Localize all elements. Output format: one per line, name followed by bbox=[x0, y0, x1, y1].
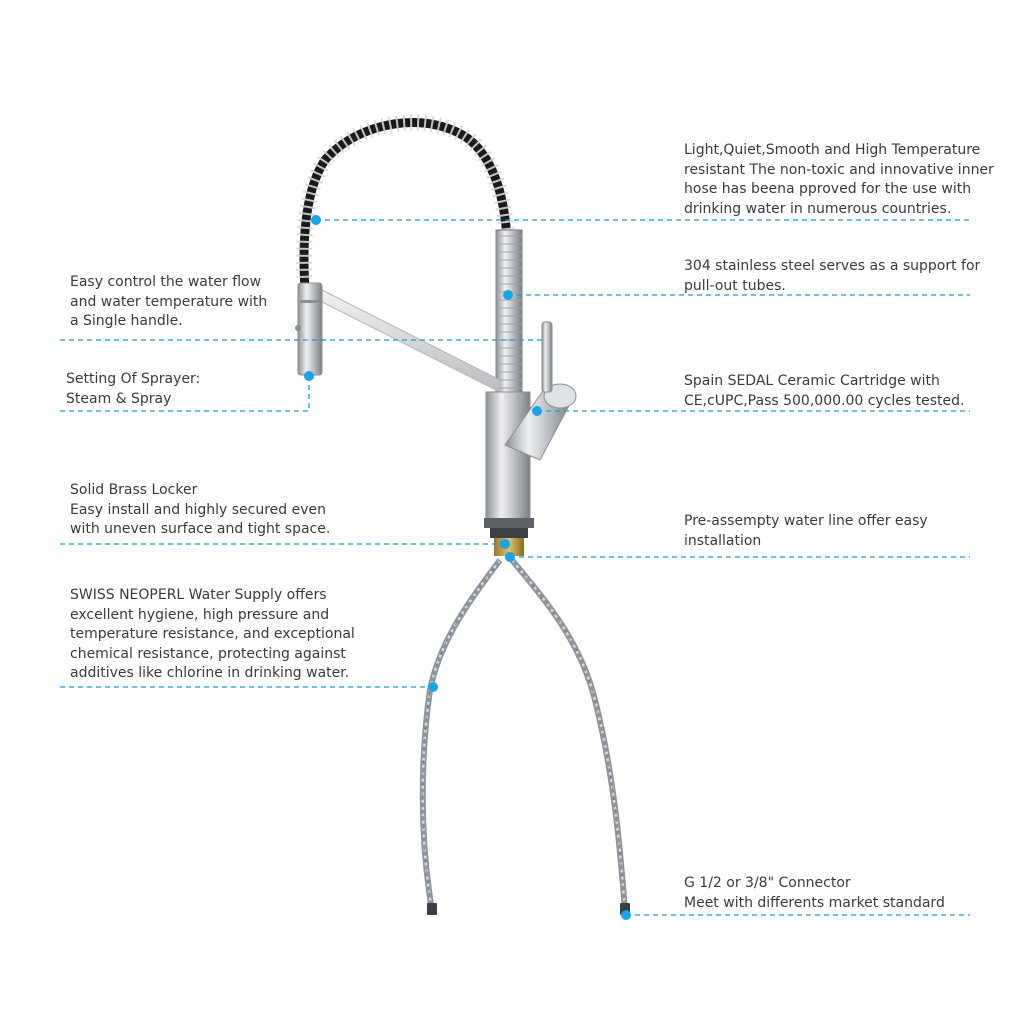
callout-hose: Light,Quiet,Smooth and High Temperature … bbox=[684, 142, 994, 217]
callout-sprayer: Setting Of Sprayer: Steam & Spray bbox=[66, 371, 201, 407]
callout-steel: 304 stainless steel serves as a support … bbox=[684, 258, 981, 294]
callout-locker: Solid Brass Locker Easy install and high… bbox=[70, 482, 331, 537]
callout-waterline: Pre-assempty water line offer easy insta… bbox=[684, 513, 928, 549]
faucet-body bbox=[484, 391, 534, 556]
dot-waterline bbox=[505, 552, 515, 562]
supply-hoses bbox=[419, 558, 630, 915]
spring-hose bbox=[296, 114, 517, 301]
steel-spring-support bbox=[495, 229, 523, 401]
dot-cartridge bbox=[532, 406, 542, 416]
dot-sprayer bbox=[304, 371, 314, 381]
marker-dots bbox=[304, 215, 631, 920]
handle-assembly bbox=[504, 321, 577, 461]
sprayer-head bbox=[295, 282, 323, 376]
dot-locker bbox=[500, 539, 510, 549]
callout-cartridge: Spain SEDAL Ceramic Cartridge with CE,cU… bbox=[684, 373, 965, 409]
single-handle-lever bbox=[541, 321, 553, 393]
hose-right bbox=[509, 558, 628, 911]
leader-lines bbox=[60, 219, 970, 916]
dot-hose bbox=[311, 215, 321, 225]
callout-connector: G 1/2 or 3/8" Connector Meet with differ… bbox=[684, 875, 945, 911]
dot-supply bbox=[428, 682, 438, 692]
dot-connector bbox=[621, 910, 631, 920]
callout-control: Easy control the water flow and water te… bbox=[70, 274, 268, 329]
callout-supply: SWISS NEOPERL Water Supply offers excell… bbox=[70, 587, 355, 681]
connector-left bbox=[427, 903, 437, 915]
sprayer-holder-arm bbox=[317, 287, 501, 393]
dot-steel bbox=[503, 290, 513, 300]
